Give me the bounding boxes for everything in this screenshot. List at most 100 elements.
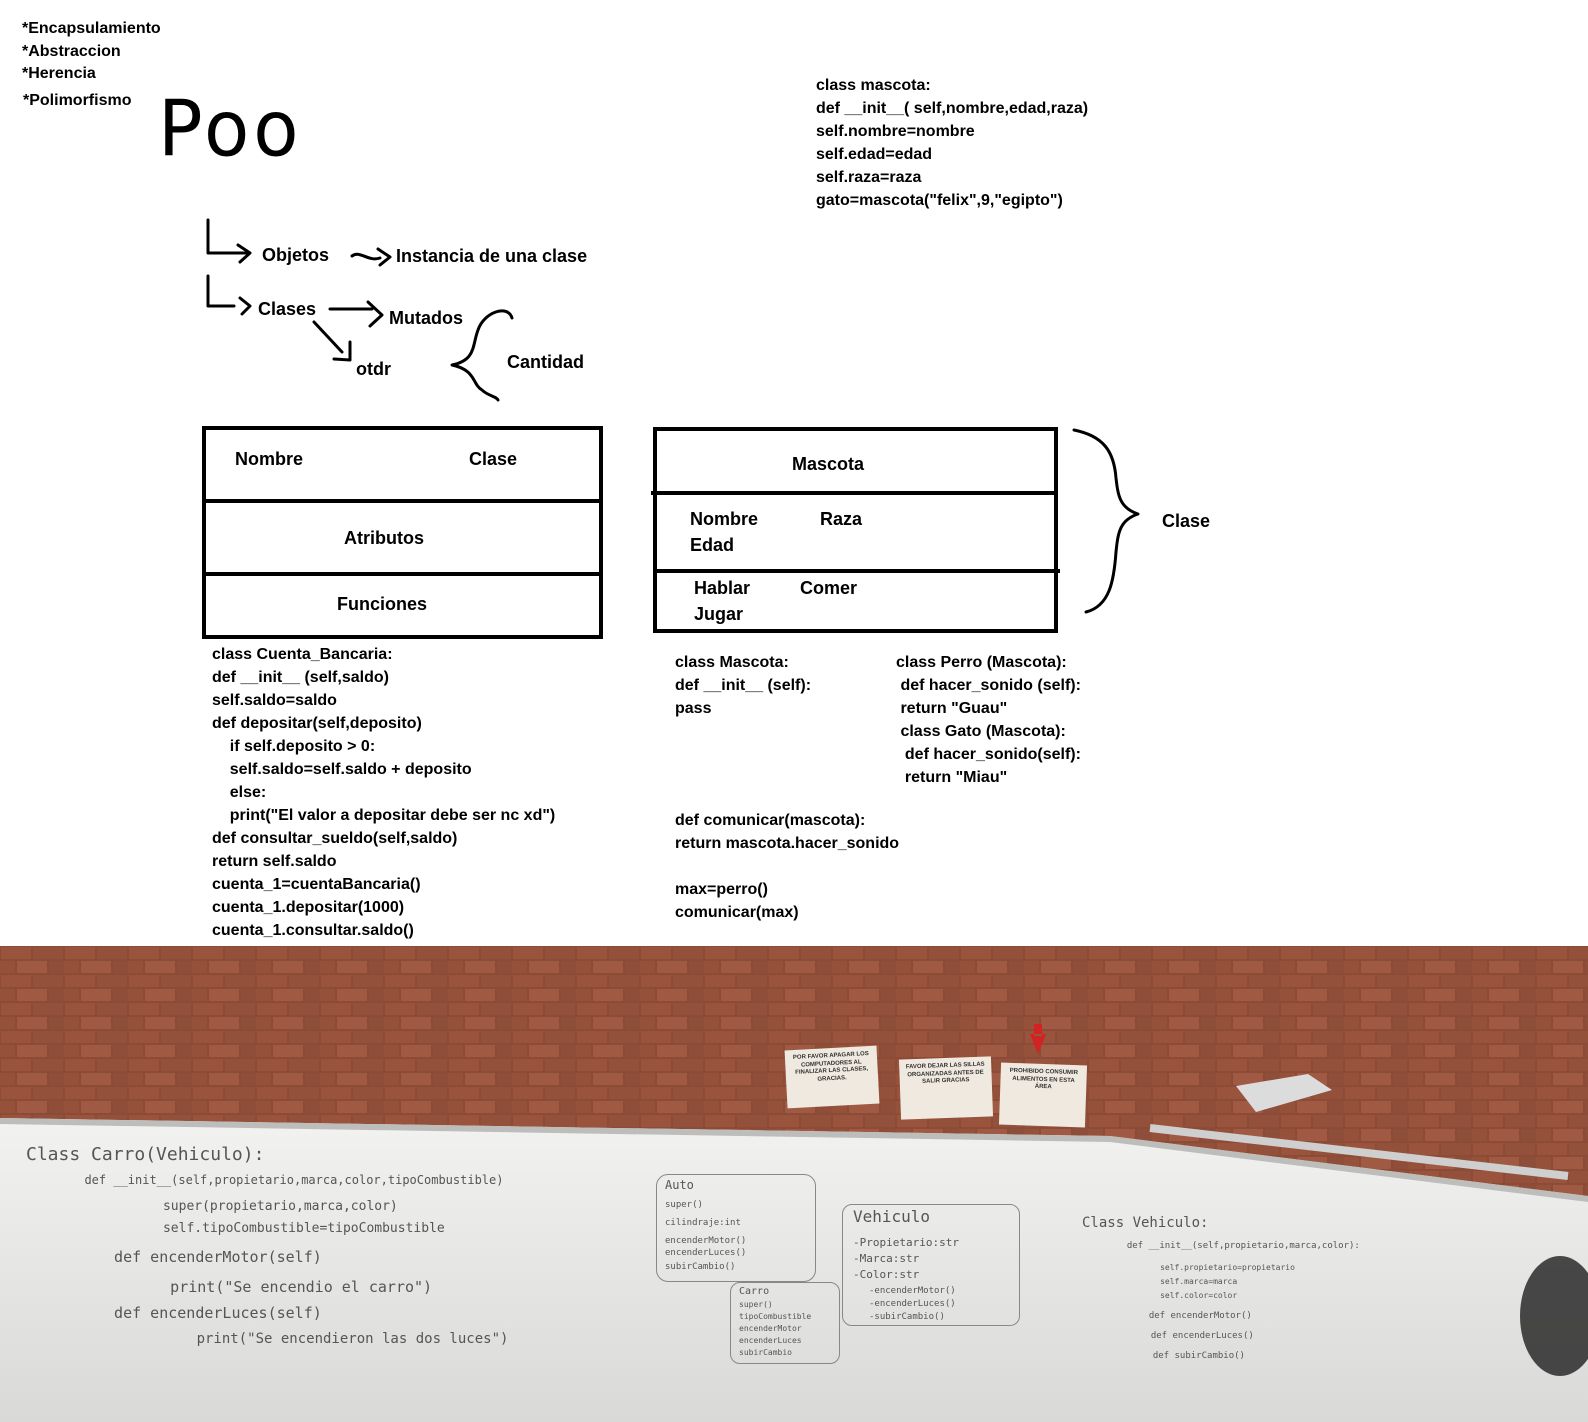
board-line: def encenderMotor() bbox=[1138, 1311, 1252, 1321]
board-line: def encenderLuces() bbox=[1140, 1331, 1254, 1341]
tree-cantidad: Cantidad bbox=[507, 352, 585, 372]
code-line: class mascota: bbox=[816, 77, 931, 94]
tree-connectors bbox=[206, 218, 1140, 614]
code-line: if self.deposito > 0: bbox=[212, 738, 376, 755]
board-line: -encenderMotor() bbox=[869, 1286, 956, 1296]
divider bbox=[206, 499, 599, 503]
pillar-item: *Herencia bbox=[22, 65, 96, 82]
code-line: max=perro() bbox=[675, 881, 768, 898]
tree-instancia: Instancia de una clase bbox=[396, 246, 588, 266]
board-uml-vehiculo: Vehiculo -Propietario:str -Marca:str -Co… bbox=[842, 1204, 1020, 1326]
uml-attr-raza: Raza bbox=[820, 509, 863, 529]
arrow-clases bbox=[206, 274, 252, 316]
uml-method-hablar: Hablar bbox=[694, 578, 751, 598]
board-uml-carro: Carro super() tipoCombustible encenderMo… bbox=[730, 1282, 840, 1364]
board-line: encenderLuces bbox=[739, 1336, 802, 1345]
board-line: super() bbox=[665, 1200, 703, 1210]
uml-attr-edad: Edad bbox=[690, 535, 735, 555]
code-line: class Cuenta_Bancaria: bbox=[212, 646, 393, 663]
board-uml-auto: Auto super() cilindraje:int encenderMoto… bbox=[656, 1174, 816, 1282]
board-line: def encenderMotor(self) bbox=[96, 1248, 322, 1266]
code-line: self.saldo=saldo bbox=[212, 692, 337, 709]
code-line: pass bbox=[675, 700, 712, 717]
photo-background bbox=[0, 946, 1588, 1422]
board-line: def __init__(self,propietario,marca,colo… bbox=[1116, 1241, 1360, 1251]
code-cuenta-bancaria: class Cuenta_Bancaria: def __init__ (sel… bbox=[212, 646, 555, 945]
board-line: print("Se encendieron las dos luces") bbox=[146, 1331, 509, 1347]
brace-clase bbox=[1072, 428, 1140, 614]
board-line: -Color:str bbox=[853, 1268, 920, 1281]
code-line bbox=[675, 858, 899, 881]
uml-atributos: Atributos bbox=[344, 528, 424, 548]
board-line: self.tipoCombustible=tipoCombustible bbox=[116, 1221, 445, 1236]
poo-title: Poo bbox=[158, 83, 303, 175]
board-line: Auto bbox=[665, 1178, 694, 1192]
divider bbox=[651, 491, 1054, 495]
code-line: return self.saldo bbox=[212, 853, 337, 870]
arrow-instancia bbox=[350, 247, 392, 267]
pillar-item: *Encapsulamiento bbox=[22, 20, 161, 37]
board-line: cilindraje:int bbox=[665, 1218, 741, 1228]
uml-mascota-box: Mascota Nombre Raza Edad Hablar Comer Ju… bbox=[651, 427, 1060, 633]
pillar-item: *Abstraccion bbox=[22, 43, 121, 60]
code-line: cuenta_1=cuentaBancaria() bbox=[212, 876, 421, 893]
board-line: self.color=color bbox=[1136, 1291, 1238, 1300]
board-line: -subirCambio() bbox=[869, 1312, 945, 1322]
board-line: subirCambio() bbox=[665, 1262, 736, 1272]
board-line: Vehiculo bbox=[853, 1207, 931, 1226]
code-line: self.raza=raza bbox=[816, 169, 922, 186]
code-line: self.saldo=self.saldo + deposito bbox=[212, 761, 472, 778]
divider bbox=[206, 572, 599, 576]
code-line: class Perro (Mascota): bbox=[896, 654, 1067, 671]
board-line: def __init__(self,propietario,marca,colo… bbox=[70, 1173, 504, 1187]
tree-objetos: Objetos bbox=[262, 245, 330, 265]
sign-no-food: PROHIBIDO CONSUMIR ALIMENTOS EN ESTA ÁRE… bbox=[998, 1062, 1088, 1128]
board-line: subirCambio bbox=[739, 1348, 792, 1357]
code-line: def __init__( self,nombre,edad,raza) bbox=[816, 100, 1089, 117]
code-line: cuenta_1.depositar(1000) bbox=[212, 899, 405, 916]
code-line: def comunicar(mascota): bbox=[675, 812, 866, 829]
code-line: def __init__ (self,saldo) bbox=[212, 669, 389, 686]
code-line: def consultar_sueldo(self,saldo) bbox=[212, 830, 458, 847]
code-line: cuenta_1.consultar.saldo() bbox=[212, 922, 414, 939]
code-line: def depositar(self,deposito) bbox=[212, 715, 422, 732]
uml-mascota-title: Mascota bbox=[792, 454, 865, 474]
board-line: encenderLuces() bbox=[665, 1248, 747, 1258]
code-line: self.edad=edad bbox=[816, 146, 933, 163]
board-line: Class Carro(Vehiculo): bbox=[26, 1144, 265, 1165]
code-line: return "Miau" bbox=[896, 769, 1008, 786]
uml-nombre: Nombre bbox=[235, 449, 304, 469]
board-line: -Propietario:str bbox=[853, 1236, 959, 1249]
code-line: def hacer_sonido(self): bbox=[896, 746, 1081, 763]
arrow-objetos bbox=[206, 218, 252, 264]
uml-method-jugar: Jugar bbox=[694, 604, 744, 624]
uml-funciones: Funciones bbox=[337, 594, 428, 614]
board-line: super(propietario,marca,color) bbox=[116, 1199, 398, 1214]
board-line: -encenderLuces() bbox=[869, 1299, 956, 1309]
divider bbox=[657, 569, 1060, 573]
board-line: Carro bbox=[739, 1286, 770, 1297]
tree-clases: Clases bbox=[258, 299, 317, 319]
brace-clase-label: Clase bbox=[1162, 511, 1211, 531]
arrow-mutados bbox=[328, 300, 384, 328]
uml-attr-nombre: Nombre bbox=[690, 509, 759, 529]
sign-computers: POR FAVOR APAGAR LOS COMPUTADORES AL FIN… bbox=[784, 1045, 880, 1109]
uml-generic-box: Nombre Clase Atributos Funciones bbox=[202, 426, 603, 639]
board-line: -Marca:str bbox=[853, 1252, 920, 1265]
uml-method-comer: Comer bbox=[800, 578, 858, 598]
code-subclasses: class Perro (Mascota): def hacer_sonido … bbox=[896, 654, 1081, 792]
code-line: gato=mascota("felix",9,"egipto") bbox=[816, 192, 1063, 209]
board-line: encenderMotor() bbox=[665, 1236, 747, 1246]
board-line: encenderMotor bbox=[739, 1324, 802, 1333]
board-line: Class Vehiculo: bbox=[1082, 1215, 1209, 1231]
code-line: class Mascota: bbox=[675, 654, 789, 671]
code-line: return mascota.hacer_sonido bbox=[675, 835, 900, 852]
code-line: self.nombre=nombre bbox=[816, 123, 975, 140]
tree-mutados: Mutados bbox=[389, 308, 463, 328]
board-line: super() bbox=[739, 1300, 773, 1309]
brace-cantidad bbox=[450, 309, 514, 402]
code-line: print("El valor a depositar debe ser nc … bbox=[212, 807, 556, 824]
code-line: class Gato (Mascota): bbox=[896, 723, 1066, 740]
board-line: print("Se encendio el carro") bbox=[116, 1278, 433, 1296]
board-line: self.propietario=propietario bbox=[1136, 1263, 1295, 1272]
